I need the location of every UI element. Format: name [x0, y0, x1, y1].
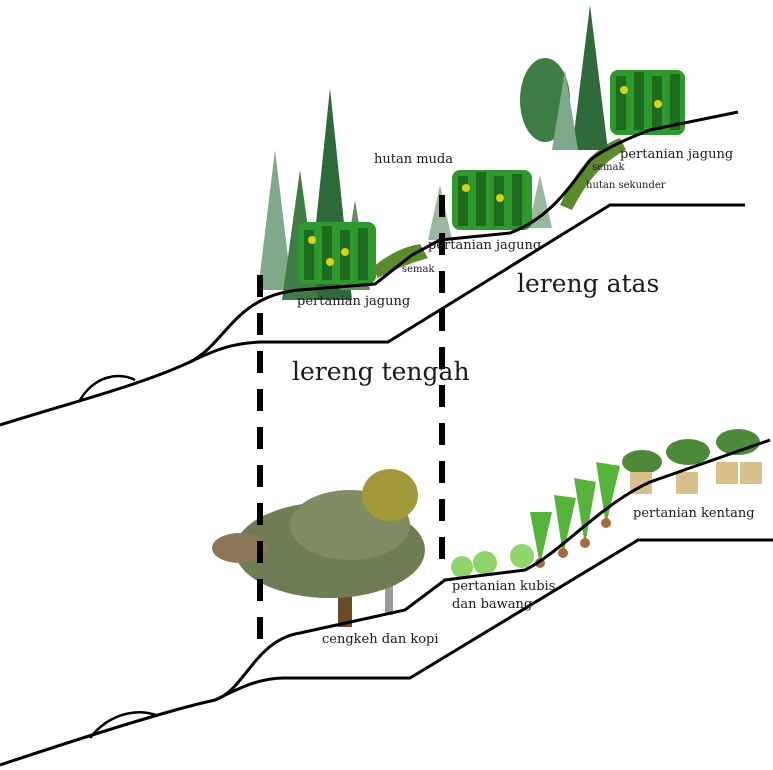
- label-lereng-tengah: lereng tengah: [292, 357, 470, 386]
- pine-tree-icon: [572, 5, 608, 150]
- label-pertanian-jagung-left: pertanian jagung: [297, 294, 410, 309]
- clove-tree-icon: [212, 469, 425, 627]
- label-pertanian-jagung-right: pertanian jagung: [620, 147, 733, 162]
- label-hutan-muda: hutan muda: [374, 152, 453, 167]
- label-semak-lower: semak: [402, 264, 435, 275]
- corn-field-right-icon: [610, 70, 685, 135]
- upper-panel: [0, 5, 745, 427]
- lower-panel: [0, 429, 773, 767]
- label-pertanian-kubis-2: dan bawang: [452, 597, 532, 612]
- potato-plant-icon: [622, 429, 762, 494]
- label-cengkeh-kopi: cengkeh dan kopi: [322, 632, 439, 647]
- label-lereng-atas: lereng atas: [517, 269, 659, 298]
- upper-slope-outline: [0, 110, 739, 427]
- label-pertanian-kentang: pertanian kentang: [633, 506, 755, 521]
- upper-terrace-line: [189, 203, 745, 364]
- right-forest-icon: [520, 5, 608, 150]
- pine-tree-icon: [552, 70, 578, 150]
- lower-terrace-line: [214, 538, 773, 702]
- onion-icon: [530, 462, 620, 568]
- lower-slope-outline: [0, 438, 771, 767]
- shrub-icon: [560, 138, 626, 210]
- label-pertanian-kubis-1: pertanian kubis: [452, 579, 555, 594]
- label-semak-upper: semak: [592, 162, 625, 173]
- pine-tree-icon: [258, 150, 292, 290]
- slope-bump-line: [78, 374, 136, 401]
- corn-field-mid-icon: [452, 170, 532, 230]
- corn-field-left-icon: [298, 222, 376, 284]
- label-pertanian-jagung-mid: pertanian jagung: [428, 238, 541, 253]
- slope-bump-line: [89, 711, 159, 739]
- pine-tree-icon: [528, 175, 552, 228]
- label-hutan-sekunder: hutan sekunder: [586, 180, 666, 191]
- cabbage-icon: [451, 544, 534, 578]
